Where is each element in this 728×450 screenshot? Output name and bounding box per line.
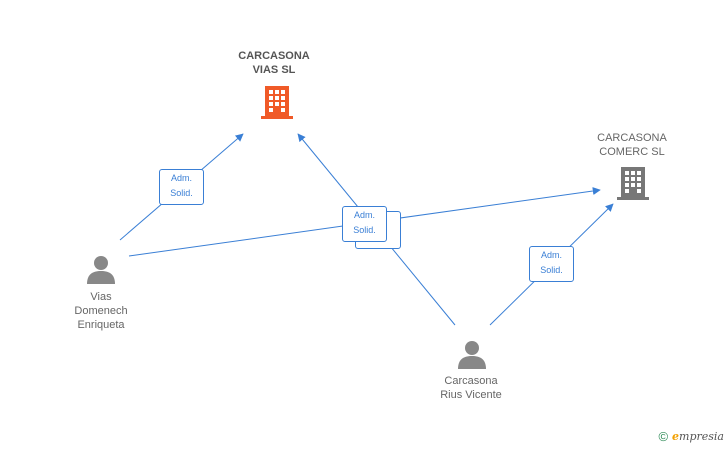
- brand-logo[interactable]: empresia: [672, 430, 724, 443]
- brand-name: mpresia: [679, 430, 724, 443]
- edge-label-line1: Adm.: [353, 210, 375, 220]
- person-rius-name-line2: Rius Vicente: [440, 389, 502, 401]
- person-icon[interactable]: [457, 339, 487, 369]
- person-vias-name-line2: Domenech: [74, 305, 128, 317]
- edge-label-rius-comerc[interactable]: Adm. Solid.: [529, 246, 574, 282]
- company-other-name-line1: CARCASONA: [597, 132, 667, 144]
- company-other-label[interactable]: CARCASONA COMERC SL: [587, 131, 677, 159]
- building-icon[interactable]: [617, 165, 649, 201]
- person-vias-name-line1: Vias: [90, 291, 112, 303]
- edge-label-line2: Solid.: [540, 265, 563, 275]
- company-other-name-line2: COMERC SL: [599, 146, 665, 158]
- edge-label-line1: Adm.: [540, 250, 562, 260]
- company-main-name-line2: VIAS SL: [252, 64, 296, 76]
- company-main-label[interactable]: CARCASONA VIAS SL: [228, 49, 320, 77]
- edge-label-line1: Adm.: [170, 173, 192, 183]
- person-vias-name-line3: Enriqueta: [77, 319, 125, 331]
- brand-initial: e: [672, 430, 680, 443]
- edge-label-vias-main[interactable]: Adm. Solid.: [159, 169, 204, 205]
- edge-label-line2: Solid.: [353, 225, 376, 235]
- building-icon[interactable]: [261, 84, 293, 120]
- copyright-icon: ©: [658, 429, 669, 444]
- person-rius-name-line1: Carcasona: [444, 375, 498, 387]
- person-icon[interactable]: [86, 254, 116, 284]
- person-vias-label[interactable]: Vias Domenech Enriqueta: [56, 290, 146, 332]
- person-rius-label[interactable]: Carcasona Rius Vicente: [421, 374, 521, 402]
- edge-label-rius-main[interactable]: Adm. Solid.: [342, 206, 387, 242]
- edge-label-line2: Solid.: [170, 188, 193, 198]
- footer-brand: © empresia: [658, 429, 724, 444]
- company-main-name-line1: CARCASONA: [238, 50, 310, 62]
